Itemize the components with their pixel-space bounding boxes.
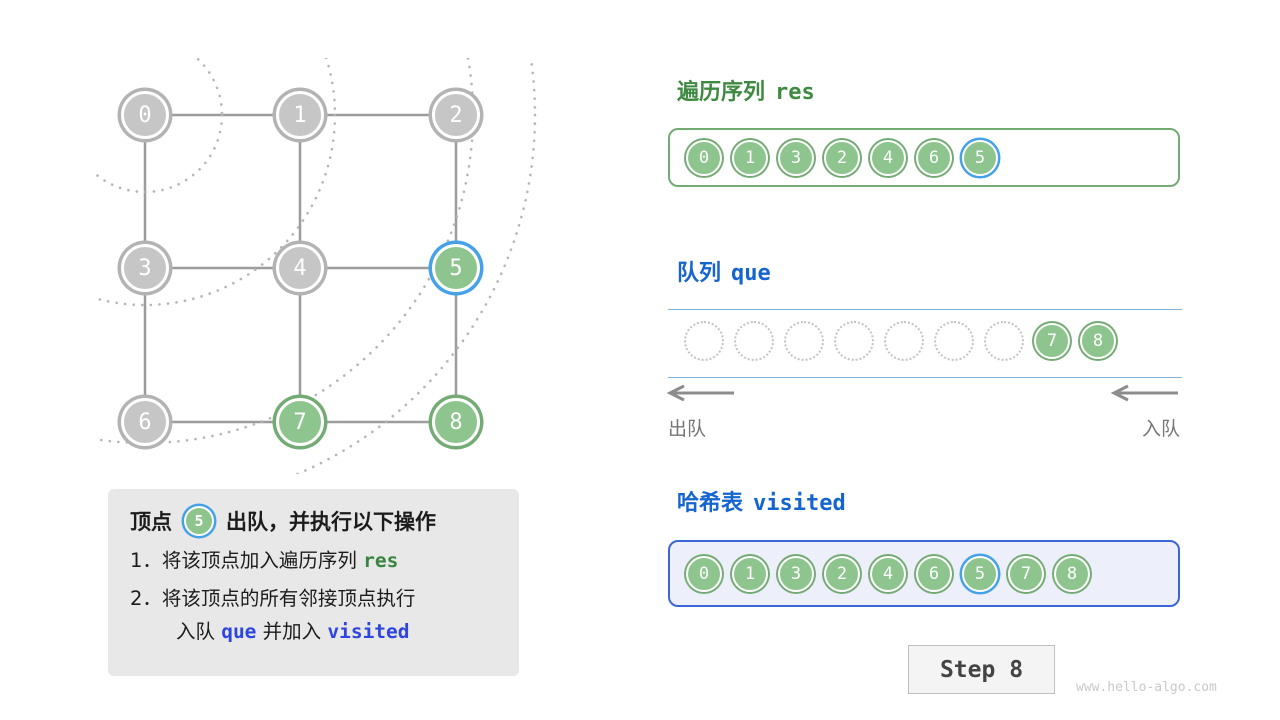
queue-top-line — [668, 309, 1182, 310]
graph-node-1: 1 — [276, 91, 324, 139]
info-step-1-text: 1．将该顶点加入遍历序列 — [130, 549, 364, 572]
queue-empty-slot — [884, 321, 924, 361]
visited-item: 7 — [1008, 555, 1044, 592]
visited-title-cn: 哈希表 — [677, 491, 744, 516]
res-panel-title: 遍历序列 res — [677, 74, 815, 106]
queue-empty-slot — [734, 321, 774, 361]
graph-node-4: 4 — [276, 244, 324, 292]
operation-info-box: 顶点 5 出队，并执行以下操作 1．将该顶点加入遍历序列 res 2．将该顶点的… — [108, 489, 519, 676]
res-item-current: 5 — [962, 139, 998, 176]
queue-empty-slot — [934, 321, 974, 361]
step-indicator: Step 8 — [908, 645, 1055, 694]
visited-item: 8 — [1054, 555, 1090, 592]
graph-node-7: 7 — [276, 398, 324, 446]
graph-node-6: 6 — [121, 398, 169, 446]
info-suffix: 出队，并执行以下操作 — [226, 510, 436, 534]
and-add-text: 并加入 — [256, 619, 328, 643]
res-code: res — [363, 549, 399, 572]
res-sequence-box: 0 1 3 2 4 6 5 — [668, 128, 1180, 187]
dequeue-arrow-icon — [666, 384, 734, 402]
visited-item: 3 — [778, 555, 814, 592]
queue-slots: 7 8 — [668, 321, 1180, 361]
visited-title-code: visited — [753, 491, 846, 516]
graph-node-8: 8 — [432, 398, 480, 446]
current-node-badge: 5 — [184, 506, 214, 536]
queue-item: 8 — [1080, 323, 1116, 359]
res-title-code: res — [775, 80, 815, 105]
info-prefix: 顶点 — [130, 510, 172, 534]
res-title-cn: 遍历序列 — [677, 80, 766, 105]
queue-empty-slot — [784, 321, 824, 361]
visited-item: 1 — [732, 555, 768, 592]
visited-item-current: 5 — [962, 555, 998, 592]
queue-bottom-line — [668, 377, 1182, 378]
queue-empty-slot — [834, 321, 874, 361]
dequeue-label: 出队 — [668, 418, 707, 440]
visited-set-box: 0 1 3 2 4 6 5 7 8 — [668, 540, 1180, 607]
info-step-2: 2．将该顶点的所有邻接顶点执行 — [130, 586, 497, 612]
queue-title-cn: 队列 — [677, 261, 722, 286]
res-item: 1 — [732, 139, 768, 176]
enqueue-label: 入队 — [1142, 418, 1181, 440]
res-item: 4 — [870, 139, 906, 176]
info-step-1: 1．将该顶点加入遍历序列 res — [130, 548, 497, 574]
res-item: 3 — [778, 139, 814, 176]
visited-panel-title: 哈希表 visited — [677, 485, 846, 517]
graph-edges-and-arcs — [95, 58, 537, 474]
info-heading: 顶点 5 出队，并执行以下操作 — [130, 506, 497, 536]
queue-title-code: que — [731, 261, 771, 286]
queue-panel-title: 队列 que — [677, 255, 771, 287]
info-step-2-text: 2．将该顶点的所有邻接顶点执行 — [130, 587, 416, 611]
que-code: que — [221, 619, 257, 643]
res-item: 2 — [824, 139, 860, 176]
graph-node-3: 3 — [121, 244, 169, 292]
visited-item: 6 — [916, 555, 952, 592]
res-item: 6 — [916, 139, 952, 176]
queue-empty-slot — [984, 321, 1024, 361]
graph-node-0: 0 — [121, 91, 169, 139]
visited-item: 2 — [824, 555, 860, 592]
graph-node-2: 2 — [432, 91, 480, 139]
queue-empty-slot — [684, 321, 724, 361]
enqueue-text: 入队 — [176, 619, 222, 643]
visited-code: visited — [327, 619, 410, 643]
watermark: www.hello-algo.com — [1076, 680, 1217, 695]
info-step-2-cont: 入队 que 并加入 visited — [130, 619, 497, 645]
graph-node-5-current: 5 — [432, 244, 480, 292]
enqueue-arrow-icon — [1110, 384, 1178, 402]
res-item: 0 — [686, 139, 722, 176]
visited-item: 4 — [870, 555, 906, 592]
queue-item: 7 — [1034, 323, 1070, 359]
visited-item: 0 — [686, 555, 722, 592]
